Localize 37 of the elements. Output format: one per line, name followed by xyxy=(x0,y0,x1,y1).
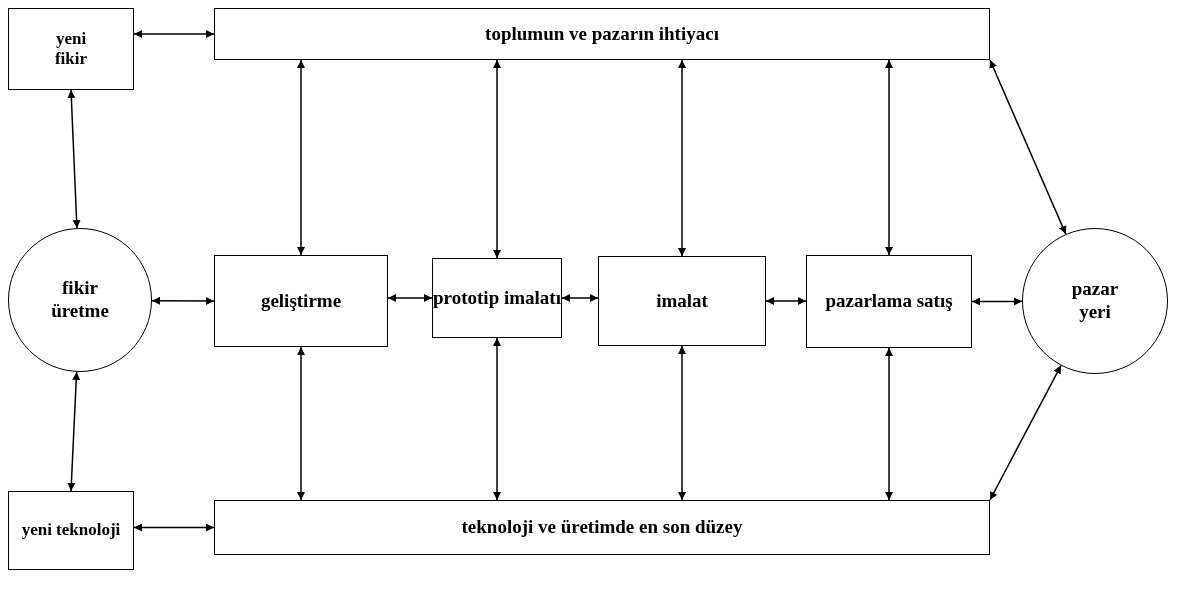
process-box xyxy=(214,500,990,555)
double-arrow xyxy=(678,59,686,257)
process-box xyxy=(8,491,134,570)
double-arrow xyxy=(67,371,81,492)
process-box xyxy=(214,8,990,60)
node-label: pazar yeri xyxy=(1070,278,1120,324)
process-box xyxy=(806,255,972,348)
node-label: pazarlama satış xyxy=(825,290,953,313)
double-arrow xyxy=(133,30,215,38)
double-arrow xyxy=(67,89,81,229)
process-box xyxy=(214,255,388,347)
double-arrow xyxy=(989,59,1067,235)
node-label: imalat xyxy=(656,289,708,313)
node-label: yeni fikir xyxy=(53,28,89,70)
node-label: geliştirme xyxy=(260,289,342,313)
process-box xyxy=(8,8,134,90)
double-arrow xyxy=(387,294,433,302)
node-label: toplumun ve pazarın ihtiyacı xyxy=(485,22,719,46)
double-arrow xyxy=(151,296,215,305)
double-arrow xyxy=(885,347,893,501)
process-box xyxy=(598,256,766,346)
double-arrow xyxy=(297,59,305,256)
double-arrow xyxy=(493,59,501,259)
double-arrow xyxy=(971,297,1023,306)
double-arrow xyxy=(297,346,305,501)
node-label: prototip imalatı xyxy=(433,286,561,310)
double-arrow xyxy=(133,523,215,532)
double-arrow xyxy=(678,345,686,501)
node-label: yeni teknoloji xyxy=(21,520,121,541)
double-arrow xyxy=(493,337,501,501)
process-box xyxy=(432,258,562,338)
double-arrow xyxy=(561,294,599,302)
double-arrow xyxy=(765,297,807,305)
node-label: fikir üretme xyxy=(50,277,110,323)
node-label: teknoloji ve üretimde en son düzey xyxy=(461,516,743,539)
double-arrow xyxy=(989,364,1062,501)
double-arrow xyxy=(885,59,893,256)
